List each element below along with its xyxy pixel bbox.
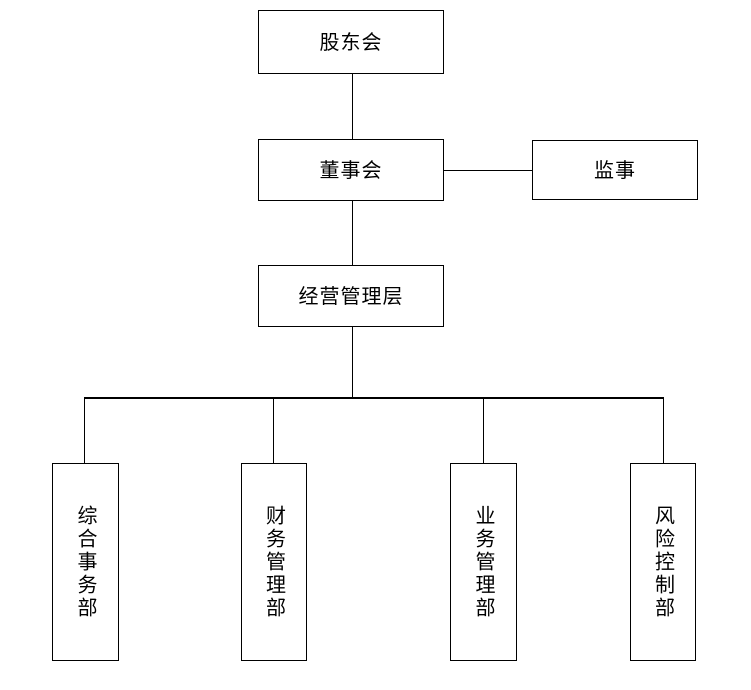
node-supervisor[interactable]: 监事 (532, 140, 698, 200)
node-business-management-department[interactable]: 业务管理部 (450, 463, 517, 661)
node-shareholders-meeting[interactable]: 股东会 (258, 10, 444, 74)
connector-management-to-bus (352, 327, 353, 398)
connector-board-to-supervisor (443, 170, 533, 171)
node-management-layer[interactable]: 经营管理层 (258, 265, 444, 327)
connector-department-bus-bar (84, 397, 664, 399)
node-shareholders-meeting-label: 股东会 (319, 29, 383, 54)
node-financial-management-department[interactable]: 财务管理部 (241, 463, 307, 661)
node-management-layer-label: 经营管理层 (298, 283, 404, 308)
connector-drop-dept-0 (84, 398, 85, 464)
node-risk-control-department[interactable]: 风险控制部 (630, 463, 696, 661)
connector-drop-dept-2 (483, 398, 484, 464)
connector-board-to-management (352, 201, 353, 266)
connector-drop-dept-3 (663, 398, 664, 464)
node-supervisor-label: 监事 (594, 157, 636, 182)
node-board-of-directors-label: 董事会 (319, 157, 383, 182)
node-general-affairs-department[interactable]: 综合事务部 (52, 463, 119, 661)
node-risk-control-department-label: 风险控制部 (651, 504, 676, 620)
node-financial-management-department-label: 财务管理部 (262, 504, 287, 620)
connector-shareholders-to-board (352, 74, 353, 140)
connector-drop-dept-1 (273, 398, 274, 464)
node-business-management-department-label: 业务管理部 (472, 504, 496, 620)
node-board-of-directors[interactable]: 董事会 (258, 139, 444, 201)
node-general-affairs-department-label: 综合事务部 (74, 504, 98, 620)
